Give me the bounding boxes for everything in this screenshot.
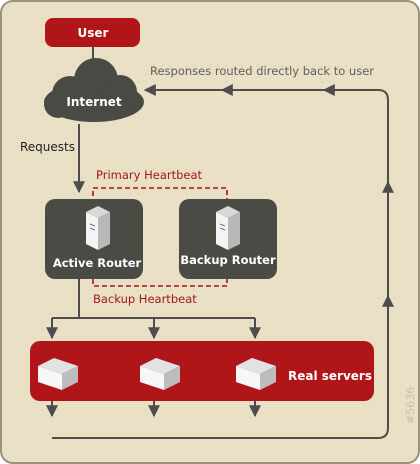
real-server-icon-2 — [140, 358, 180, 390]
real-server-icon-3 — [236, 358, 276, 390]
internet-cloud-icon — [44, 58, 144, 122]
figure-watermark: #5636 — [404, 387, 417, 424]
responses-label: Responses routed directly back to user — [150, 64, 374, 78]
active-router-server-icon — [86, 206, 110, 250]
user-box — [45, 18, 140, 47]
backup-router-server-icon — [216, 206, 240, 250]
heartbeat-link — [92, 187, 228, 287]
real-servers-label: Real servers — [288, 369, 372, 383]
requests-label: Requests — [20, 140, 75, 154]
response-return-path — [52, 84, 389, 439]
real-servers-box — [30, 341, 374, 401]
primary-heartbeat-label: Primary Heartbeat — [96, 168, 203, 182]
user-label: User — [78, 26, 109, 40]
backup-heartbeat-label: Backup Heartbeat — [93, 292, 197, 306]
active-router-label: Active Router — [53, 256, 142, 270]
backup-router-label: Backup Router — [180, 253, 276, 267]
real-server-icon-1 — [38, 358, 78, 390]
internet-label: Internet — [66, 95, 121, 109]
